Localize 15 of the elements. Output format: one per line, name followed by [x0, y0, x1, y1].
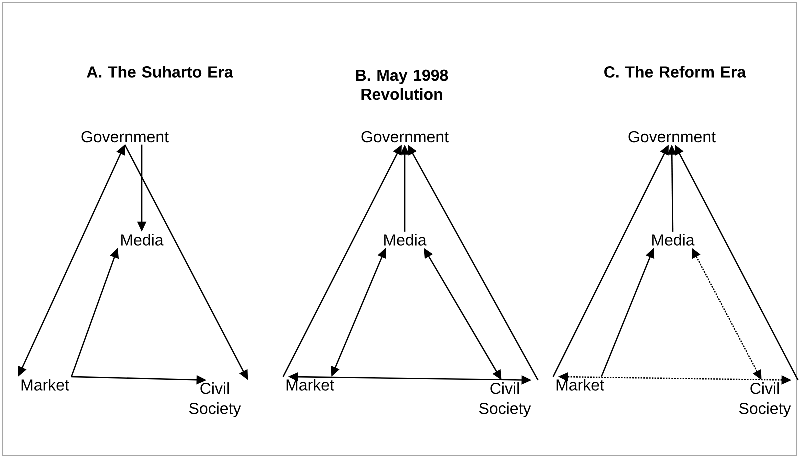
node-label: Media — [384, 234, 427, 246]
node-label: Media — [652, 234, 695, 246]
node-label: Civil Society — [480, 382, 532, 418]
node-label: Government — [82, 131, 169, 143]
node-label: Media — [122, 234, 164, 246]
node-label: Market — [22, 379, 70, 391]
node-label: Market — [556, 379, 604, 391]
panel-heading: C. The Reform Era — [604, 66, 746, 78]
panel-heading: B. May 1998 Revolution — [356, 70, 448, 100]
node-label: Government — [362, 131, 449, 143]
node-label: Civil Society — [740, 382, 792, 418]
panel-heading: A. The Suharto Era — [87, 66, 234, 78]
node-label: Government — [628, 131, 716, 143]
node-label: Market — [286, 379, 334, 391]
node-label: Civil Society — [190, 382, 242, 418]
